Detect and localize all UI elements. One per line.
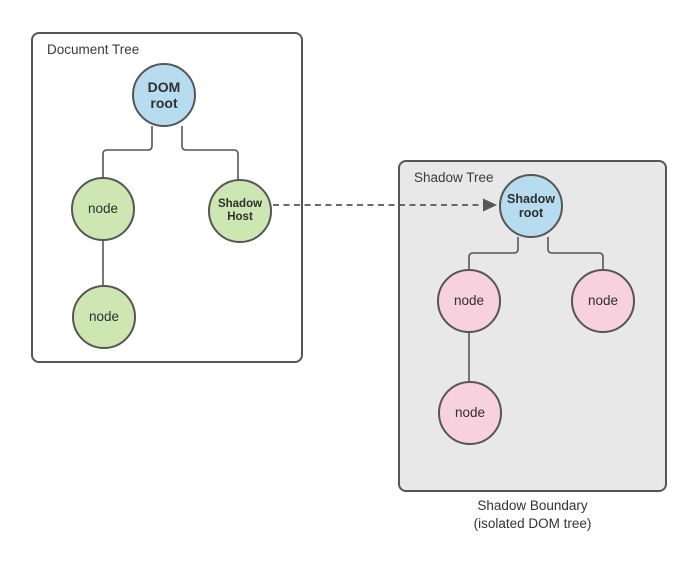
shadow-node-right-label: node bbox=[587, 293, 619, 309]
doc-node-left: node bbox=[71, 177, 135, 241]
shadow-root-node: Shadow root bbox=[499, 174, 563, 238]
shadow-host-label: Shadow Host bbox=[217, 197, 263, 223]
shadow-node-bottom-label: node bbox=[454, 405, 486, 421]
shadow-tree-label: Shadow Tree bbox=[414, 170, 494, 185]
shadow-root-label: Shadow root bbox=[507, 191, 555, 220]
shadow-node-right: node bbox=[571, 269, 635, 333]
doc-node-bottom: node bbox=[72, 285, 136, 349]
dom-root-label: DOM root bbox=[147, 78, 181, 111]
shadow-node-bottom: node bbox=[438, 381, 502, 445]
shadow-host-node: Shadow Host bbox=[208, 179, 272, 243]
document-tree-label: Document Tree bbox=[47, 42, 140, 57]
doc-node-left-label: node bbox=[87, 201, 119, 217]
shadow-node-left: node bbox=[437, 269, 501, 333]
shadow-node-left-label: node bbox=[453, 293, 485, 309]
caption-line-2: (isolated DOM tree) bbox=[473, 515, 592, 531]
dom-root-node: DOM root bbox=[132, 63, 196, 127]
caption-line-1: Shadow Boundary bbox=[477, 498, 588, 513]
doc-node-bottom-label: node bbox=[88, 309, 120, 325]
shadow-boundary-caption: Shadow Boundary (isolated DOM tree) bbox=[398, 497, 667, 532]
